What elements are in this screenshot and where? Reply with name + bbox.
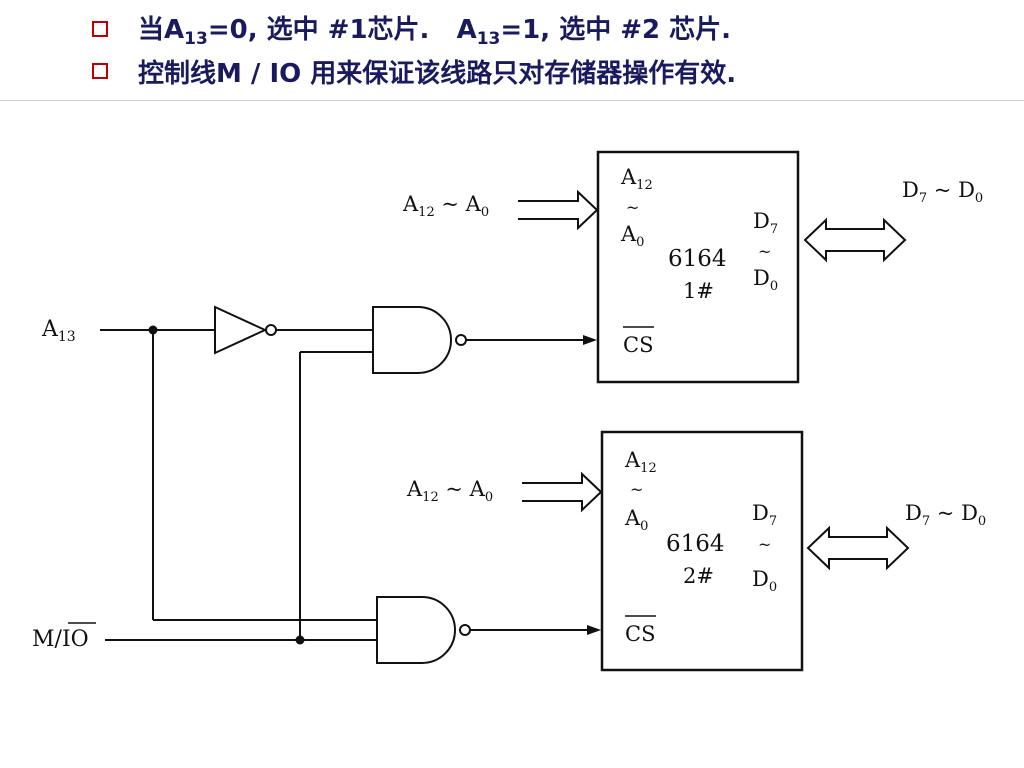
chip-2-address-arrow	[522, 471, 603, 513]
chip-1-databus-label: D7 ~ D0	[902, 178, 983, 206]
bullet-item-2: 控制线M / IO 用来保证该线路只对存储器操作有效.	[92, 50, 1012, 92]
chip-1-name: 6164	[668, 246, 727, 272]
chip-1-address-label: A12 ~ A0	[402, 192, 489, 220]
chip-1-address-arrow	[518, 189, 599, 231]
chip-2-pin-a0: A0	[624, 506, 648, 534]
chip-1-number: 1#	[683, 279, 714, 303]
mio-junction-dot	[295, 635, 305, 645]
nand-gate-1	[372, 306, 452, 374]
nand-gate-2-bubble	[459, 624, 471, 636]
bullet-square-icon	[92, 63, 108, 79]
chip-1-pin-a12: A12	[620, 165, 653, 193]
title-divider	[0, 100, 1024, 101]
chip-2-pin-a12: A12	[624, 448, 657, 476]
mio-label: M/IO	[32, 627, 89, 652]
chip-2-pin-tilde-d: ~	[758, 535, 771, 554]
bullet-text-2: 控制线M / IO 用来保证该线路只对存储器操作有效.	[138, 58, 737, 89]
chip-1-pin-d0: D0	[753, 266, 778, 294]
chip-1-databus-arrow	[803, 217, 907, 263]
chip-2-number: 2#	[683, 564, 714, 588]
chip-2-databus-label: D7 ~ D0	[905, 501, 986, 529]
inverter-bubble	[265, 324, 277, 336]
chip-2-box	[600, 430, 804, 672]
a13-label: A13	[41, 317, 76, 345]
a13-junction-dot	[148, 325, 158, 335]
chip-2-cs-arrowhead	[587, 625, 601, 635]
bullet-square-icon	[92, 21, 108, 37]
chip-2-cs-label: CS	[625, 622, 655, 646]
chip-1-box	[596, 150, 800, 384]
bullet-list: 当A13=0, 选中 #1芯片. A13=1, 选中 #2 芯片. 控制线M /…	[92, 8, 1012, 92]
nand-gate-2	[376, 596, 456, 664]
chip-1-cs-arrowhead	[583, 335, 597, 345]
chip-2-pin-d0: D0	[752, 567, 777, 595]
chip-1-pin-d7: D7	[753, 209, 778, 237]
chip-1-pin-a0: A0	[620, 222, 644, 250]
chip-1-cs-label: CS	[623, 333, 653, 357]
chip-2-databus-arrow	[806, 525, 910, 571]
chip-1-pin-tilde-d: ~	[758, 242, 771, 261]
bullet-text-1: 当A13=0, 选中 #1芯片. A13=1, 选中 #2 芯片.	[138, 14, 732, 50]
chip-2-pin-d7: D7	[752, 501, 777, 529]
inverter-gate	[214, 305, 268, 355]
bullet-item-1: 当A13=0, 选中 #1芯片. A13=1, 选中 #2 芯片.	[92, 8, 1012, 50]
nand-gate-1-bubble	[455, 334, 467, 346]
circuit-diagram: A13 M/IO A12 ~ A0 A12 ~ A0 D7 ~ D0 6164 …	[32, 150, 986, 672]
chip-2-address-label: A12 ~ A0	[406, 477, 493, 505]
chip-2-name: 6164	[666, 531, 725, 557]
chip-2-pin-tilde-a: ~	[630, 480, 643, 499]
chip-1-pin-tilde-a: ~	[626, 198, 639, 217]
